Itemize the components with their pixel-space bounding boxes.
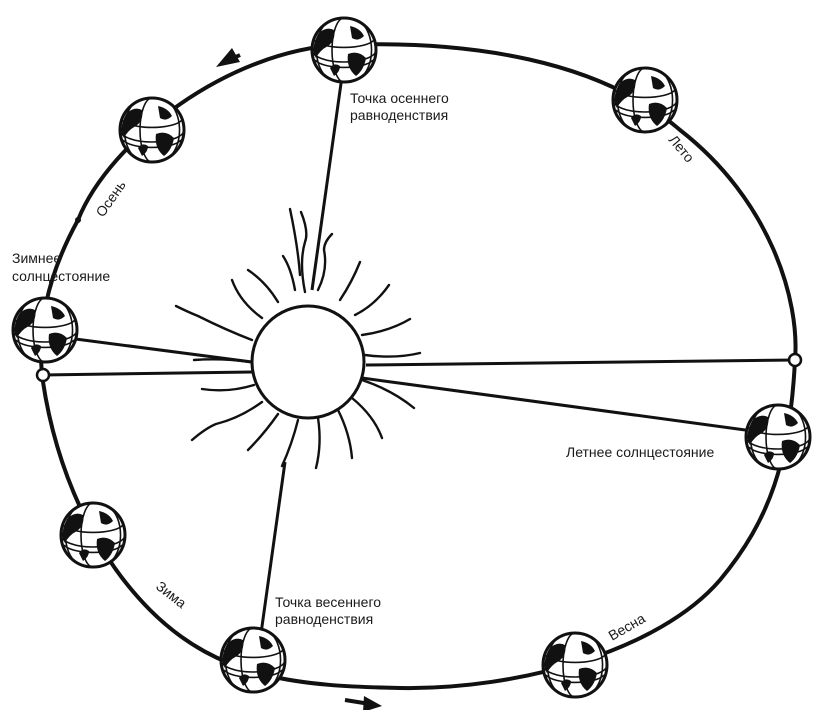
perihelion-marker xyxy=(35,367,51,383)
radius-lines xyxy=(41,54,796,656)
autumn-equinox-label-2: равноденствия xyxy=(350,107,448,123)
earth-autumn xyxy=(118,96,186,164)
earth-spring xyxy=(541,631,609,699)
season-winter-label: Зима xyxy=(153,578,190,611)
spring-equinox-label-1: Точка весеннего xyxy=(275,594,381,610)
earth-spring-equinox xyxy=(219,626,287,694)
aphelion-marker xyxy=(787,352,803,368)
earth-summer-solstice xyxy=(744,403,812,471)
winter-solstice-label-2: солнцестояние xyxy=(12,268,110,284)
earth-summer-upper xyxy=(611,66,679,134)
orbit-end-dot xyxy=(75,217,81,223)
summer-solstice-label: Летнее солнцестояние xyxy=(566,444,714,460)
sun xyxy=(250,304,366,420)
direction-arrow-bottom-icon xyxy=(344,696,382,710)
earth-winter xyxy=(59,501,127,569)
earth-autumn-equinox xyxy=(310,16,378,84)
autumn-equinox-label-1: Точка осеннего xyxy=(350,90,449,106)
spring-equinox-label-2: равноденствия xyxy=(275,611,373,627)
winter-solstice-label-1: Зимнее xyxy=(12,250,61,266)
earth-winter-solstice xyxy=(11,296,79,364)
direction-arrow-top-icon xyxy=(216,48,241,67)
season-summer-label: Лето xyxy=(666,132,698,166)
